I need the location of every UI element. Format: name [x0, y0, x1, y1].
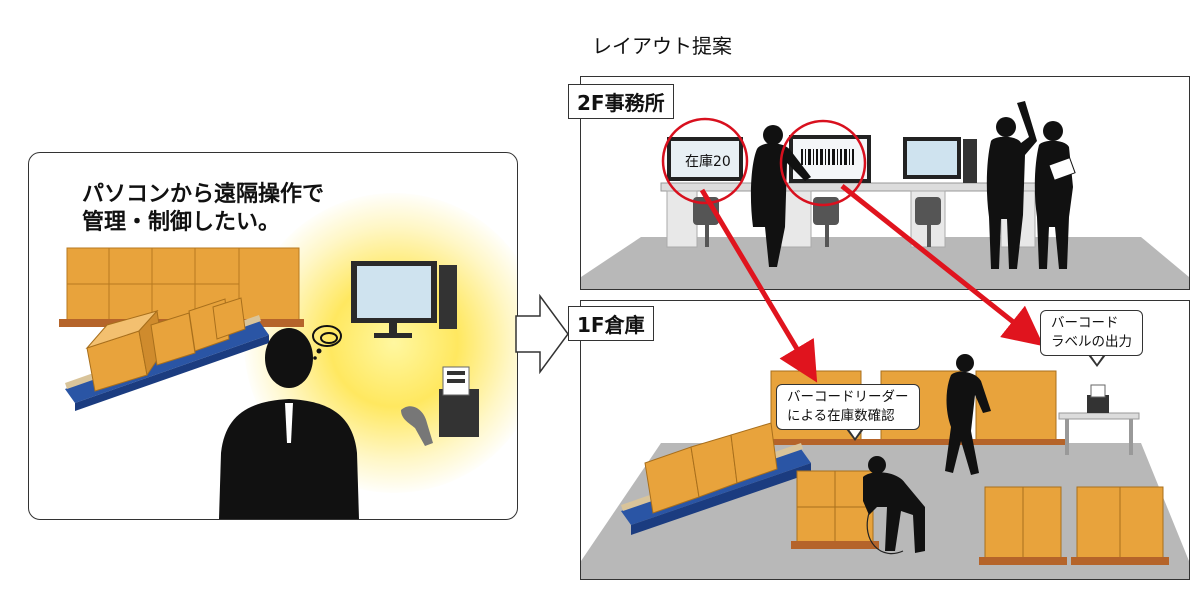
label-output-callout-tail — [1088, 353, 1106, 367]
office-monitors — [667, 135, 977, 183]
businessman-silhouette — [219, 328, 359, 519]
scanned-box-pallet — [791, 470, 879, 549]
transition-arrow-icon — [515, 294, 569, 374]
warehouse-1f-panel — [580, 300, 1190, 580]
label-printer-table — [1058, 384, 1140, 455]
pc-monitor — [351, 261, 457, 338]
barcode-on-screen — [801, 149, 854, 165]
label-output-callout: バーコード ラベルの出力 — [1040, 310, 1143, 356]
current-situation-panel: パソコンから遠隔操作で 管理・制御したい。 — [28, 152, 518, 520]
barcode-scanner-icon — [401, 406, 433, 446]
front-box-pallets — [979, 486, 1169, 565]
proposal-title: レイアウト提案 — [592, 34, 732, 58]
monitor-stock-text: 在庫20 — [685, 154, 731, 170]
office-2f-label: 2F事務所 — [568, 84, 674, 119]
warehouse-floor-illustration — [581, 354, 1189, 579]
barcode-highlight-circle — [779, 119, 867, 207]
boxes-on-conveyor — [85, 297, 246, 392]
scanner-cable — [866, 512, 904, 555]
warehouse-illustration — [59, 247, 479, 519]
warehouse-conveyor-belt — [621, 422, 811, 535]
label-printer — [439, 366, 479, 437]
wish-text: パソコンから遠隔操作で 管理・制御したい。 — [82, 182, 325, 235]
barcode-reader-callout-tail — [846, 427, 864, 441]
confused-scribble-icon — [312, 325, 342, 360]
barcode-reader-callout: バーコードリーダー による在庫数確認 — [776, 384, 920, 430]
warehouse-1f-label: 1F倉庫 — [568, 306, 654, 341]
warehouse-workers-silhouette — [863, 354, 991, 553]
